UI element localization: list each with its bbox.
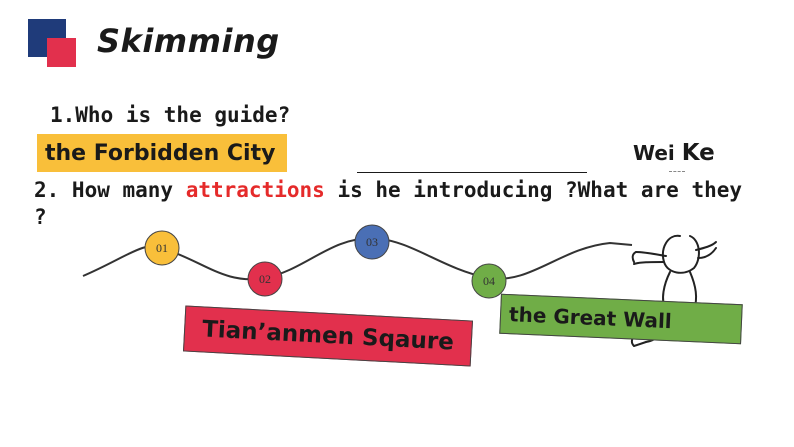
- timeline-point-04: 04: [471, 263, 507, 299]
- timeline-point-03-label: 03: [366, 235, 378, 249]
- answer-box-forbidden-city-label: the Forbidden City: [45, 140, 276, 166]
- guide-answer: Wei Ke: [633, 140, 715, 172]
- page-title: Skimming: [97, 22, 280, 60]
- answer-box-great-wall-label: the Great Wall: [508, 302, 673, 334]
- timeline-point-03: 03: [354, 224, 390, 260]
- answer-blank-line: [357, 172, 587, 173]
- timeline-point-02: 02: [247, 261, 283, 297]
- question-1: 1.Who is the guide?: [50, 103, 291, 127]
- guide-last-name: Ke: [681, 140, 715, 166]
- logo-squares: [0, 0, 90, 80]
- logo-square-red: [47, 38, 76, 67]
- question-2: 2. How many attractions is he introducin…: [34, 177, 754, 231]
- timeline-point-01: 01: [144, 230, 180, 266]
- timeline-point-04-label: 04: [483, 274, 495, 288]
- answer-box-forbidden-city: the Forbidden City: [37, 134, 287, 172]
- answer-box-tiananmen-label: Tian’anmen Sqaure: [201, 316, 455, 356]
- question-2-part2: is he introducing ?What are they ?: [34, 178, 743, 229]
- guide-answer-underline: [669, 171, 685, 172]
- timeline-point-01-label: 01: [156, 241, 168, 255]
- question-2-part1: 2. How many: [34, 178, 186, 202]
- question-2-highlight: attractions: [185, 178, 325, 202]
- guide-first-name: Wei: [633, 141, 675, 165]
- timeline-point-02-label: 02: [259, 272, 271, 286]
